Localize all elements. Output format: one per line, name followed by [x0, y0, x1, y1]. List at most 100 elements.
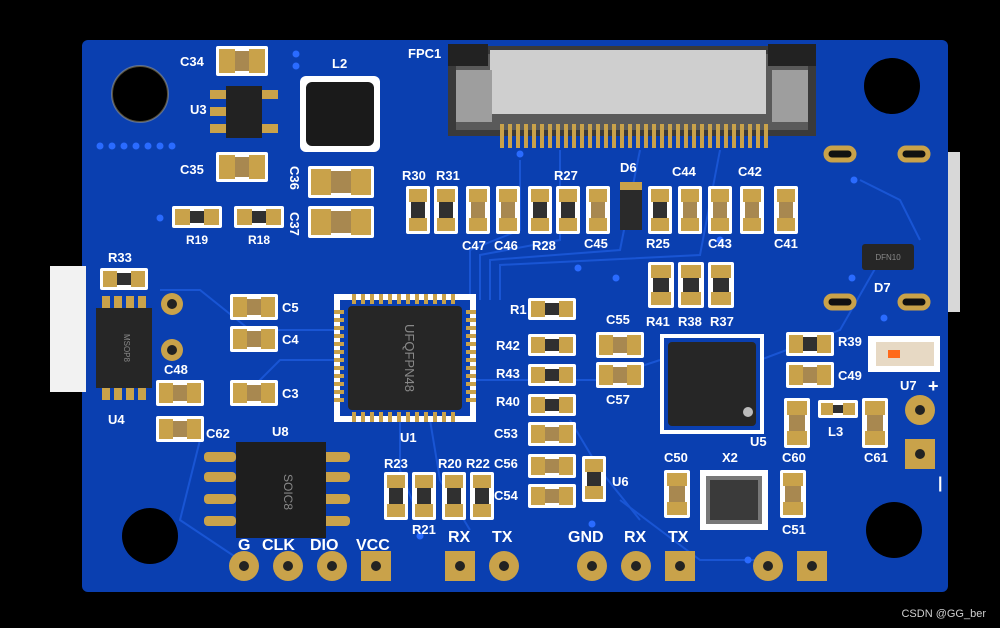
capacitor: [596, 362, 644, 388]
silk-label-r39: R39: [838, 334, 862, 349]
silk-label-l2: L2: [332, 56, 347, 71]
side-connector: [50, 266, 86, 392]
silk-label-c45: C45: [584, 236, 608, 251]
chip-u5: [668, 342, 756, 426]
capacitor: [496, 186, 520, 234]
resistor: [412, 472, 436, 520]
silk-label-r22: R22: [466, 456, 490, 471]
silk-label-r33: R33: [108, 250, 132, 265]
header-pin-round: [577, 551, 607, 581]
silk-label-c56: C56: [494, 456, 518, 471]
header-label-rx2: RX: [624, 529, 647, 546]
header-pin-square: [445, 551, 475, 581]
silk-label-c3: C3: [282, 386, 299, 401]
silk-label-c35: C35: [180, 162, 204, 177]
chip-marking-d7: DFN10: [875, 253, 901, 262]
silk-label-r19: R19: [186, 233, 208, 247]
header-label-rx1: RX: [448, 529, 471, 546]
silk-label-r23: R23: [384, 456, 408, 471]
header-label-dio: DIO: [310, 537, 338, 554]
silk-label-d7: D7: [874, 280, 891, 295]
capacitor: [784, 398, 810, 448]
header-pin-square: [797, 551, 827, 581]
capacitor: [156, 380, 204, 406]
resistor: [442, 472, 466, 520]
silk-label-c43: C43: [708, 236, 732, 251]
silk-label-c53: C53: [494, 426, 518, 441]
resistor: [528, 298, 576, 320]
header-pin-round: [489, 551, 519, 581]
silk-label-c55: C55: [606, 312, 630, 327]
capacitor: [156, 416, 204, 442]
silk-label-r38: R38: [678, 314, 702, 329]
silk-label-r37: R37: [710, 314, 734, 329]
resistor: [528, 364, 576, 386]
silk-label-u5: U5: [750, 434, 767, 449]
resistor: [172, 206, 222, 228]
silk-label-c49: C49: [838, 368, 862, 383]
silk-label-c34: C34: [180, 54, 205, 69]
silk-label-c36: C36: [287, 166, 302, 190]
silk-label-r18: R18: [248, 233, 270, 247]
chip-u3: [226, 86, 262, 138]
capacitor: [216, 152, 268, 182]
resistor: [818, 400, 858, 418]
silk-label-r31: R31: [436, 168, 460, 183]
silk-label-c62: C62: [206, 426, 230, 441]
silk-label-r25: R25: [646, 236, 670, 251]
capacitor: [596, 332, 644, 358]
header-label-vcc: VCC: [356, 537, 390, 554]
capacitor: [230, 294, 278, 320]
resistor: [528, 334, 576, 356]
silk-label-c37: C37: [287, 212, 302, 236]
silk-label-r41: R41: [646, 314, 670, 329]
capacitor: [786, 362, 834, 388]
capacitor: [708, 186, 732, 234]
silk-label-c57: C57: [606, 392, 630, 407]
chip-marking-u8: SOIC8: [281, 474, 295, 510]
header-label-clk: CLK: [262, 537, 295, 554]
capacitor: [528, 484, 576, 508]
resistor: [786, 332, 834, 356]
capacitor: [308, 166, 374, 198]
resistor: [582, 456, 606, 502]
watermark: CSDN @GG_ber: [901, 608, 986, 620]
silk-label-minus: |: [938, 475, 942, 492]
capacitor: [230, 326, 278, 352]
silk-label-r1: R1: [510, 302, 527, 317]
capacitor: [862, 398, 888, 448]
resistor: [406, 186, 430, 234]
silk-label-d6: D6: [620, 160, 637, 175]
resistor: [648, 186, 672, 234]
header-label-tx1: TX: [492, 529, 513, 546]
silk-label-c54: C54: [494, 488, 519, 503]
resistor: [648, 262, 674, 308]
fpc-connector: [448, 44, 816, 148]
silk-label-r21: R21: [412, 522, 436, 537]
header-pin-round: [229, 551, 259, 581]
resistor: [100, 268, 148, 290]
silk-label-c61: C61: [864, 450, 888, 465]
silk-label-c48: C48: [164, 362, 188, 377]
silk-label-c60: C60: [782, 450, 806, 465]
resistor: [234, 206, 284, 228]
resistor: [528, 186, 552, 234]
chip-u1: [348, 306, 462, 410]
silk-label-u4: U4: [108, 412, 125, 427]
header-label-g: G: [238, 537, 250, 554]
header-pin-round: [273, 551, 303, 581]
mounting-holes: [111, 58, 922, 564]
capacitor: [528, 454, 576, 478]
silk-label-c41: C41: [774, 236, 798, 251]
capacitor: [586, 186, 610, 234]
resistor: [556, 186, 580, 234]
capacitor: [230, 380, 278, 406]
silk-label-r28: R28: [532, 238, 556, 253]
header-pin-round: [317, 551, 347, 581]
header-pin-round: [753, 551, 783, 581]
silk-label-u8: U8: [272, 424, 289, 439]
capacitor: [664, 470, 690, 518]
silk-label-c51: C51: [782, 522, 806, 537]
silk-label-c5: C5: [282, 300, 299, 315]
